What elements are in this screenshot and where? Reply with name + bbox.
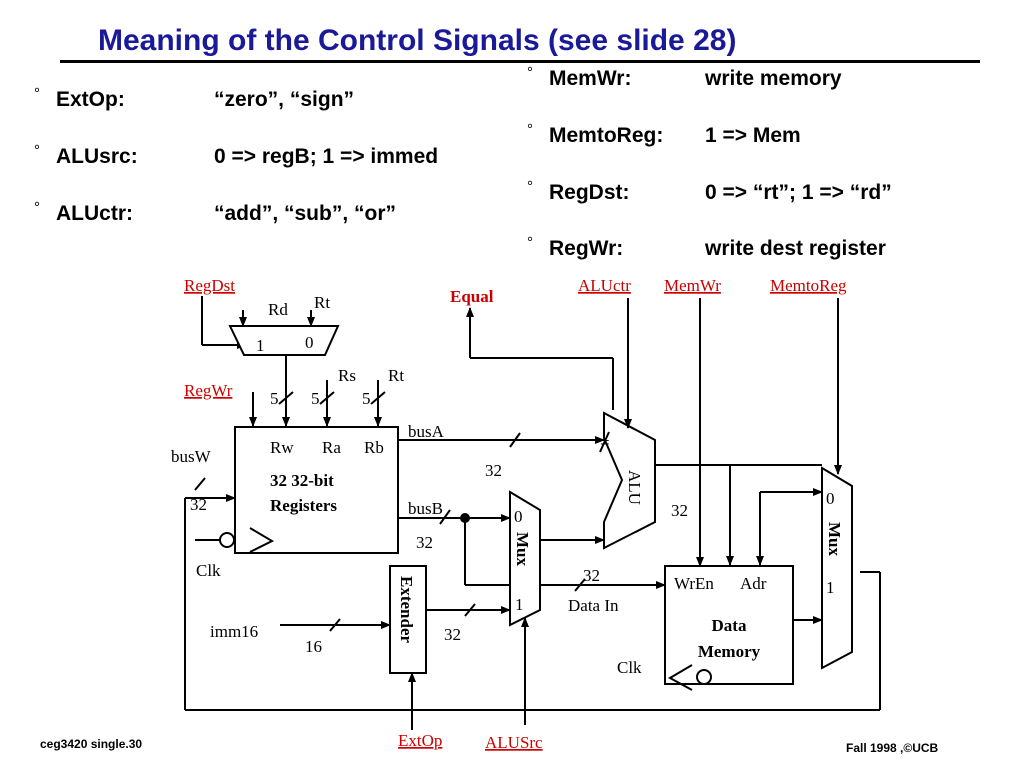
- width-rw-label: 5: [270, 389, 279, 408]
- bullet-key: ALUsrc:: [56, 145, 138, 168]
- bullet-value: 1 => Mem: [705, 124, 801, 147]
- imm16-width-label: 16: [305, 637, 322, 656]
- rw-port-label: Rw: [270, 438, 294, 457]
- bullet-mark: °: [527, 64, 533, 81]
- bullet-mark: °: [527, 121, 533, 138]
- bullet-mark: °: [34, 142, 40, 159]
- bullet-value: write dest register: [705, 237, 886, 260]
- rt-label: Rt: [388, 366, 404, 385]
- footer-left: ceg3420 single.30: [40, 737, 143, 751]
- memwr-label: MemWr: [664, 276, 721, 295]
- datain-width-label: 32: [583, 566, 600, 585]
- alusrc-mux-1-label: 1: [515, 595, 524, 614]
- extender-label: Extender: [397, 576, 416, 644]
- output-mux: [821, 466, 853, 670]
- adr-label: Adr: [740, 574, 767, 593]
- aluctr-label: ALUctr: [578, 276, 631, 295]
- dst-mux-1-label: 1: [256, 336, 265, 355]
- ra-port-label: Ra: [322, 438, 341, 457]
- busa-label: busA: [408, 422, 445, 441]
- mem-clock-triangle: [667, 664, 693, 691]
- clk-label: Clk: [196, 561, 221, 580]
- bullet-key: ALUctr:: [56, 202, 133, 225]
- footer-right: Fall 1998 ,©UCB: [846, 741, 939, 755]
- rs-label: Rs: [338, 366, 356, 385]
- bullet-mark: °: [527, 234, 533, 251]
- width-slash: [574, 578, 586, 592]
- alu-shape: [603, 411, 656, 550]
- bullet-key: MemtoReg:: [549, 124, 664, 147]
- busa-width-label: 32: [485, 461, 502, 480]
- imm16-label: imm16: [210, 622, 258, 641]
- bullet-key: RegWr:: [549, 237, 624, 260]
- width-slash: [439, 509, 451, 525]
- alu-eq-label: =: [600, 433, 610, 452]
- width-slash: [319, 391, 335, 405]
- rt-top-label: Rt: [314, 293, 330, 312]
- busw-label: busW: [171, 447, 212, 466]
- bullet-mark: °: [34, 199, 40, 216]
- width-slash: [370, 391, 386, 405]
- out-mux-label: Mux: [825, 522, 844, 557]
- width-slash: [329, 618, 341, 632]
- busb-label: busB: [408, 499, 443, 518]
- title-rule: [60, 60, 980, 63]
- mem-clk-label: Clk: [617, 658, 642, 677]
- alu-label: ALU: [625, 470, 644, 505]
- rb-port-label: Rb: [364, 438, 384, 457]
- data-memory-line2: Memory: [698, 642, 761, 661]
- ext-width-label: 32: [444, 625, 461, 644]
- alu-out-width-label: 32: [671, 501, 688, 520]
- dst-mux: [228, 325, 340, 356]
- alusrc-label: ALUSrc: [485, 733, 543, 752]
- bullet-mark: °: [34, 85, 40, 102]
- busb-width-label: 32: [416, 533, 433, 552]
- data-in-label: Data In: [568, 596, 619, 615]
- extop-label: ExtOp: [398, 731, 442, 750]
- width-rb-label: 5: [362, 389, 371, 408]
- alusrc-mux-label: Mux: [513, 532, 532, 567]
- alu-eq-slash: [599, 431, 610, 453]
- regfile-line2: Registers: [270, 496, 337, 515]
- equal-label: Equal: [450, 287, 494, 306]
- slide-title: Meaning of the Control Signals (see slid…: [98, 24, 737, 57]
- bullet-value: 0 => “rt”; 1 => “rd”: [705, 181, 892, 204]
- width-slash: [194, 477, 206, 491]
- alusrc-mux: [509, 490, 541, 627]
- regfile-clock-bubble: [219, 532, 235, 548]
- bullet-value: write memory: [705, 67, 842, 90]
- width-slash: [509, 432, 521, 448]
- bullet-value: “add”, “sub”, “or”: [214, 202, 397, 225]
- mem-clock-bubble: [696, 669, 712, 685]
- out-mux-0-label: 0: [826, 489, 835, 508]
- bullet-value: 0 => regB; 1 => immed: [214, 145, 439, 168]
- regdst-label: RegDst: [184, 276, 235, 295]
- memtoreg-label: MemtoReg: [770, 276, 847, 295]
- bullet-key: RegDst:: [549, 181, 630, 204]
- bullet-value: “zero”, “sign”: [214, 88, 355, 111]
- width-slash: [278, 391, 294, 405]
- bullet-mark: °: [527, 178, 533, 195]
- alusrc-mux-0-label: 0: [514, 507, 523, 526]
- rd-label: Rd: [268, 300, 288, 319]
- bullet-key: MemWr:: [549, 67, 632, 90]
- register-file: [234, 426, 399, 554]
- out-mux-1-label: 1: [826, 578, 835, 597]
- dst-mux-0-label: 0: [305, 333, 314, 352]
- regfile-clock-triangle: [249, 527, 275, 553]
- data-memory-box: [664, 565, 794, 685]
- regwr-label: RegWr: [184, 381, 233, 400]
- width-slash: [464, 603, 476, 617]
- wren-label: WrEn: [674, 574, 714, 593]
- regfile-line1: 32 32-bit: [270, 471, 334, 490]
- busw-width-label: 32: [190, 495, 207, 514]
- width-ra-label: 5: [311, 389, 320, 408]
- bullet-key: ExtOp:: [56, 88, 125, 111]
- data-memory-line1: Data: [712, 616, 747, 635]
